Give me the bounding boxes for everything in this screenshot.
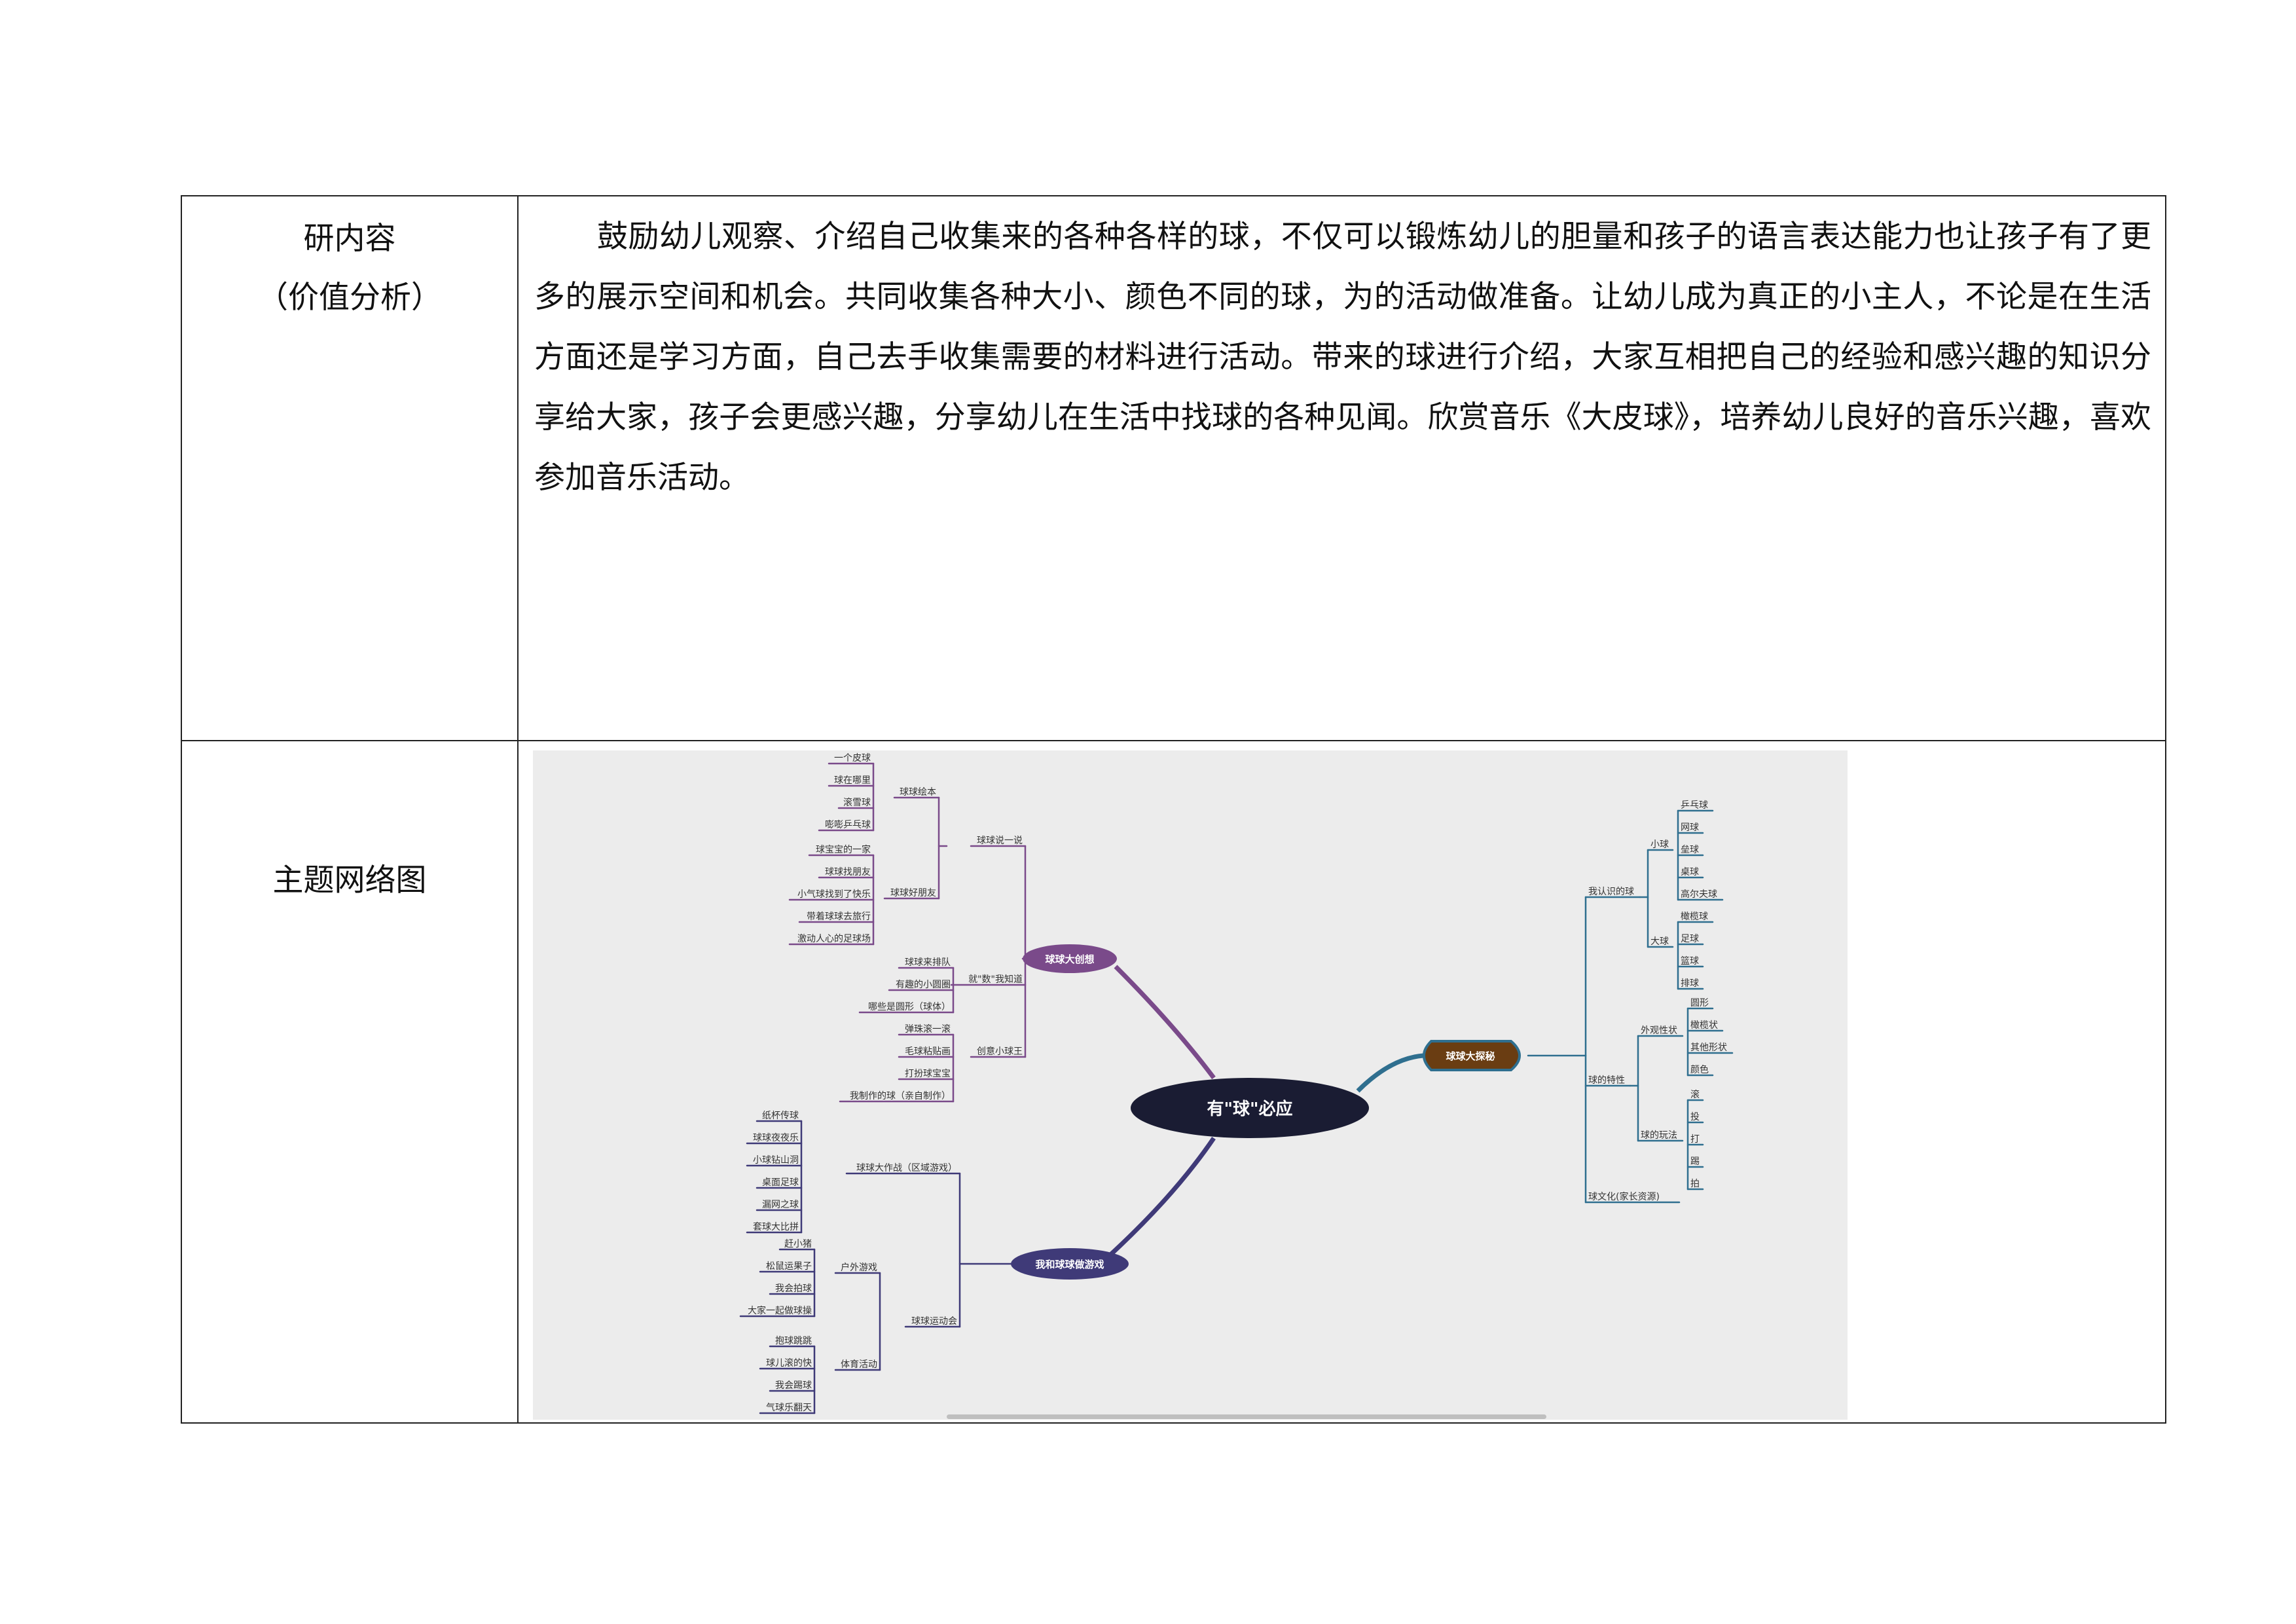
leaf-label: 有趣的小圆圈 xyxy=(896,980,951,990)
group-label: 球球运动会 xyxy=(911,1316,957,1327)
leaf-label: 带着球球去旅行 xyxy=(807,912,871,922)
left-bottom-node xyxy=(1011,1248,1129,1280)
leaf-label: 篮球 xyxy=(1681,956,1699,967)
leaf-label: 纸杯传球 xyxy=(762,1111,799,1121)
sub-label: 大球 xyxy=(1650,936,1669,947)
leaf-label: 排球 xyxy=(1681,978,1699,989)
leaf-label: 球球夜夜乐 xyxy=(753,1133,799,1143)
center-node xyxy=(1131,1078,1369,1138)
leaf-label: 拍 xyxy=(1690,1179,1700,1189)
leaf-label: 球球来排队 xyxy=(905,957,951,968)
leaf-label: 漏网之球 xyxy=(762,1200,799,1210)
left-bottom-label: 我和球球做游戏 xyxy=(1035,1259,1104,1270)
leaf-label: 我制作的球（亲自制作） xyxy=(850,1091,951,1101)
leaf-label: 桌球 xyxy=(1681,867,1699,877)
sub-label: 球球绘本 xyxy=(900,787,936,798)
leaf-label: 气球乐翻天 xyxy=(766,1403,812,1413)
leaf-label: 桌面足球 xyxy=(762,1177,799,1188)
leaf-label: 球在哪里 xyxy=(834,775,871,786)
leaf-label: 球儿滚的快 xyxy=(766,1357,812,1369)
leaf-label: 其他形状 xyxy=(1690,1043,1727,1053)
group-label: 球球说一说 xyxy=(977,836,1023,846)
leaf-label: 我会踢球 xyxy=(775,1380,812,1391)
mind-map: 有"球"必应 球球大创想 球球说一说 球球绘本 一个皮球球在哪里滚雪球嘭嘭乒乓球球球好朋… xyxy=(533,750,1848,1420)
leaf-label: 毛球粘贴画 xyxy=(905,1046,951,1057)
leaf-label: 大家一起做球操 xyxy=(748,1305,812,1316)
leaf-label: 套球大比拼 xyxy=(753,1222,799,1232)
leaf-label: 高尔夫球 xyxy=(1681,889,1717,900)
main-branch-line xyxy=(1114,965,1216,1080)
left-top-node xyxy=(1023,944,1117,973)
leaf-label: 球宝宝的一家 xyxy=(816,844,871,855)
main-branch-line xyxy=(1107,1137,1216,1258)
leaf-label: 滚 xyxy=(1690,1089,1700,1100)
sub-label: 户外游戏 xyxy=(841,1262,877,1273)
leaf-label: 乒乓球 xyxy=(1681,800,1708,811)
row1-paragraph: 鼓励幼儿观察、介绍自己收集来的各种各样的球，不仅可以锻炼幼儿的胆量和孩子的语言表… xyxy=(534,219,2151,496)
leaf-label: 打 xyxy=(1690,1134,1700,1145)
leaf-label: 橄榄球 xyxy=(1681,912,1708,922)
left-top-label: 球球大创想 xyxy=(1045,953,1094,965)
main-branch-line xyxy=(1356,1053,1424,1093)
sub-label: 体育活动 xyxy=(841,1359,877,1370)
row1-label-line1: 研内容 xyxy=(303,221,396,257)
leaf-label: 赶小猪 xyxy=(784,1239,812,1249)
leaf-label: 小气球找到了快乐 xyxy=(797,889,871,900)
leaf-label: 足球 xyxy=(1681,934,1699,944)
right-node xyxy=(1423,1040,1521,1071)
leaf-label: 圆形 xyxy=(1690,998,1709,1008)
leaf-label: 打扮球宝宝 xyxy=(905,1068,951,1079)
leaf-label: 一个皮球 xyxy=(834,753,871,764)
leaf-label: 网球 xyxy=(1681,822,1699,833)
leaf-label: 小球钻山洞 xyxy=(753,1155,799,1166)
leaf-label: 哪些是圆形（球体） xyxy=(868,1002,951,1012)
leaf-label: 投 xyxy=(1690,1112,1700,1122)
group-label: 球的特性 xyxy=(1588,1075,1625,1086)
right-node-label: 球球大探秘 xyxy=(1446,1050,1495,1062)
group-label: 球球大作战（区域游戏） xyxy=(856,1163,957,1173)
leaf-label: 垒球 xyxy=(1681,845,1699,855)
row2-label: 主题网络图 xyxy=(272,862,427,898)
sub-label: 球球好朋友 xyxy=(890,888,936,898)
leaf-label: 弹珠滚一滚 xyxy=(905,1024,951,1035)
column-divider xyxy=(517,196,519,1422)
sub-label: 小球 xyxy=(1650,840,1669,850)
scrollbar[interactable] xyxy=(947,1414,1546,1419)
sub-label: 外观性状 xyxy=(1641,1025,1677,1036)
group-label: 创意小球王 xyxy=(977,1046,1023,1057)
leaf-label: 滚雪球 xyxy=(843,797,871,808)
leaf-label: 松鼠运果子 xyxy=(766,1261,812,1272)
leaf-label: 球球找朋友 xyxy=(825,867,871,877)
group-label: 我认识的球 xyxy=(1588,887,1634,897)
center-node-label: 有"球"必应 xyxy=(1207,1099,1292,1119)
leaf-label: 激动人心的足球场 xyxy=(797,933,871,944)
content-table: 研内容 （价值分析） 鼓励幼儿观察、介绍自己收集来的各种各样的球，不仅可以锻炼幼… xyxy=(181,195,2166,1424)
leaf-label: 嘭嘭乒乓球 xyxy=(825,820,871,830)
leaf-label: 踢 xyxy=(1690,1156,1700,1167)
row-divider xyxy=(182,740,2165,741)
leaf-label: 橄榄状 xyxy=(1690,1020,1718,1031)
row1-label-line2: （价值分析） xyxy=(257,280,442,316)
leaf-label: 我会拍球 xyxy=(775,1283,812,1294)
row1-label: 研内容 （价值分析） xyxy=(182,210,517,327)
leaf-label: 抱球跳跳 xyxy=(775,1336,812,1346)
mind-map-svg: 有"球"必应 球球大创想 球球说一说 球球绘本 一个皮球球在哪里滚雪球嘭嘭乒乓球球球好朋… xyxy=(739,753,1734,1414)
leaf-label: 颜色 xyxy=(1690,1064,1709,1075)
group-label: 球文化(家长资源) xyxy=(1588,1191,1660,1202)
sub-label: 球的玩法 xyxy=(1641,1130,1677,1141)
group-label: 就"数"我知道 xyxy=(968,974,1023,985)
